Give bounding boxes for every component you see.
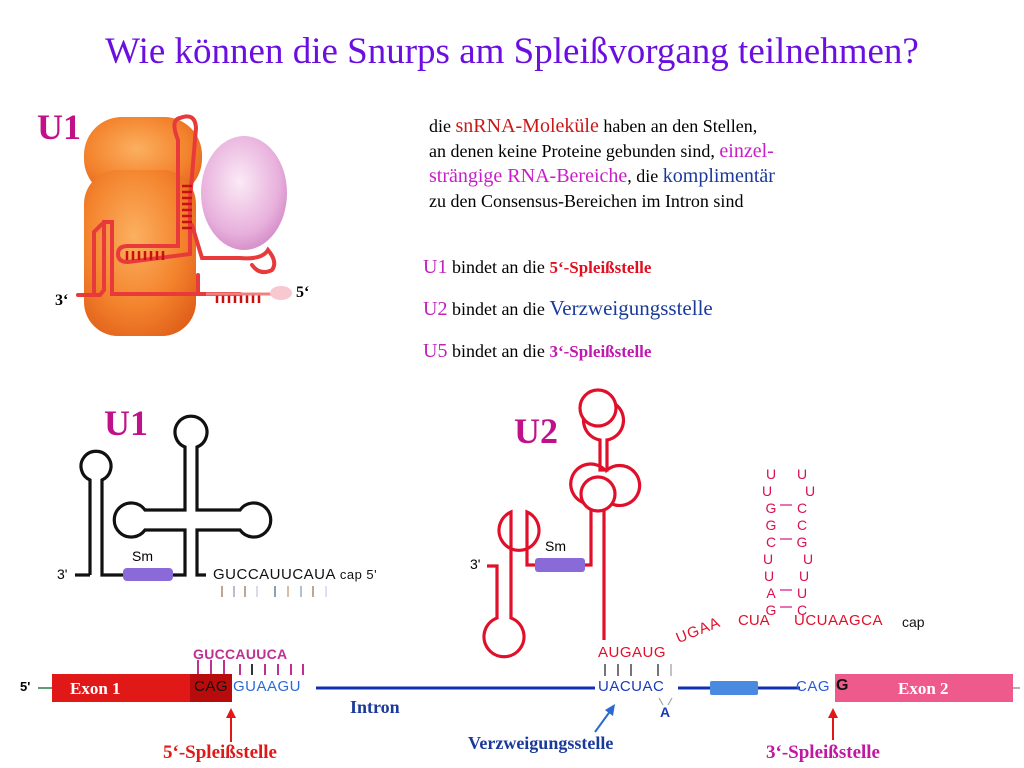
u2-structure-label: U2 <box>514 411 558 451</box>
binding-u1: U1 bindet an die 5‘-Spleißstelle <box>423 256 651 279</box>
snurp-name: U1 <box>423 256 448 278</box>
einzel-term-1: einzel- <box>719 140 774 162</box>
u1-particle-label: U1 <box>37 107 81 147</box>
branch-arrow <box>594 704 615 733</box>
exon2-label: Exon 2 <box>898 679 949 698</box>
u1-particle-3prime: 3‘ <box>55 292 69 309</box>
u1-structure-label: U1 <box>104 403 148 443</box>
intron-start-seq: GUAAGU <box>233 678 302 695</box>
acceptor-seq: CAG <box>796 678 831 695</box>
binding-u5: U5 bindet an die 3‘-Spleißstelle <box>423 340 651 363</box>
binding-u2: U2 bindet an die Verzweigungsstelle <box>423 296 713 321</box>
exon1-dark-end <box>190 674 232 702</box>
binding-site: 5‘-Spleißstelle <box>549 258 652 277</box>
u2-stem-pairs <box>780 504 792 608</box>
branch-seq: UACUAC <box>598 678 665 695</box>
u2-hairpin-fix <box>578 388 618 513</box>
exon1-end-seq: CAG <box>194 678 229 695</box>
exon1-label: Exon 1 <box>70 679 121 698</box>
u1-premrna-pairing <box>197 660 304 675</box>
desc-part4: , die <box>627 166 663 186</box>
premrna-5prime: 5' <box>20 679 31 694</box>
three-prime-arrow <box>828 708 838 740</box>
u1-rna-strand <box>76 114 277 297</box>
binding-text: bindet an die <box>447 257 550 277</box>
desc-part3: an denen keine Proteine gebunden sind, <box>429 141 720 161</box>
snrna-term: snRNA-Moleküle <box>455 115 599 137</box>
exon2-start: G <box>836 677 849 694</box>
u1-cap-icon <box>270 286 292 300</box>
branch-a: A <box>660 704 671 720</box>
u1-sm-label: Sm <box>132 548 153 564</box>
binding-site: Verzweigungsstelle <box>549 296 713 320</box>
desc-part2: haben an den Stellen, <box>598 116 758 136</box>
u2-pairing-ticks <box>604 664 672 676</box>
u1-pairing-ticks <box>221 586 327 597</box>
u1-sm-site <box>123 568 173 581</box>
polypyrimidine-tract <box>710 681 758 695</box>
einzel-term-2: strängige RNA-Bereiche <box>429 165 628 187</box>
u1-cap: cap 5' <box>339 567 378 582</box>
binding-text: bindet an die <box>447 299 550 319</box>
snurp-name: U2 <box>423 298 448 320</box>
u1-particle-5prime: 5‘ <box>296 284 310 301</box>
binding-text: bindet an die <box>447 341 550 361</box>
five-prime-site-label: 5‘-Spleißstelle <box>163 742 277 763</box>
u2-sm-site <box>535 558 585 572</box>
snurp-name: U5 <box>423 340 448 362</box>
u2-tail-end: UCUAAGCA <box>794 612 884 629</box>
u2-3prime: 3' <box>470 556 481 572</box>
branch-site-label: Verzweigungsstelle <box>468 733 614 753</box>
kompl-term: komplimentär <box>662 165 775 187</box>
desc-part1: die <box>429 116 456 136</box>
intron-label: Intron <box>350 697 400 717</box>
u2-secondary-structure <box>482 398 642 659</box>
five-prime-arrow <box>226 708 236 742</box>
u2-sm-label: Sm <box>545 538 566 554</box>
three-prime-site-label: 3‘-Spleißstelle <box>766 742 880 763</box>
u1-pairing-seq: GUCCAUUCA <box>193 646 288 662</box>
exon2-box[interactable] <box>835 674 1013 702</box>
u1-sequence: GUCCAUUCAUA cap 5' <box>213 566 377 583</box>
binding-site: 3‘-Spleißstelle <box>549 342 652 361</box>
u1-pink-protein <box>201 136 287 250</box>
u1-seq-text: GUCCAUUCAUA <box>213 566 336 583</box>
branch-dashes <box>658 697 673 706</box>
description-text: die snRNA-Moleküle haben an den Stellen,… <box>429 114 889 214</box>
page-title: Wie können die Snurps am Spleißvorgang t… <box>105 31 919 72</box>
u2-tail-cua: CUA <box>738 612 770 629</box>
u2-cap: cap <box>902 614 925 630</box>
u2-pairing-seq: AUGAUG <box>598 644 667 661</box>
desc-part5: zu den Consensus-Bereichen im Intron sin… <box>429 191 744 211</box>
u1-3prime: 3' <box>57 566 68 582</box>
u1-secondary-structure <box>75 414 273 577</box>
